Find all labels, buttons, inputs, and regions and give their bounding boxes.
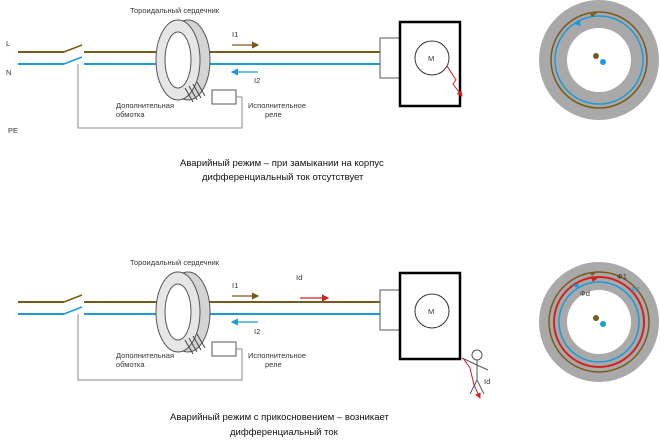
i2-label: I2 [254,327,260,336]
person-icon [461,349,489,395]
fault-arrow [446,65,463,97]
motor-symbol [414,40,450,76]
flux-f1-label: Ф1 [617,272,627,281]
phase-switch [63,294,83,303]
panel-2: Тороидальный сердечник I1 I2 Id Дополнит… [18,258,659,438]
winding-label-1: Дополнительная [116,351,174,360]
flux-f2-label: Ф2 [630,285,640,294]
toroidal-core [155,19,211,103]
wire-label-n: N [6,68,11,77]
motor-label: M [428,307,434,316]
relay-label-2: реле [265,110,282,119]
relay-label-1: Исполнительное [248,101,306,110]
caption-line-2: дифференциальный ток [230,427,339,438]
relay [211,89,237,105]
i1-label: I1 [232,30,238,39]
core-label: Тороидальный сердечник [130,258,220,267]
motor-label: M [428,54,434,63]
wire-label-l: L [6,39,10,48]
terminal-box [379,289,401,331]
neutral-switch [63,306,83,315]
winding-label-1: Дополнительная [116,101,174,110]
leakage-arrow [462,357,481,399]
person-id-label: Id [484,377,490,386]
toroidal-core [155,271,211,355]
caption-line-2: дифференциальный ток отсутствует [202,172,364,183]
core-cross-section [539,0,659,120]
relay [211,341,237,357]
i2-label: I2 [254,76,260,85]
phase-switch [63,44,83,53]
terminal-box [379,37,401,79]
relay-label-2: реле [265,360,282,369]
caption-line-1: Аварийный режим – при замыкании на корпу… [180,158,384,169]
motor-symbol [414,293,450,329]
caption-line-1: Аварийный режим с прикосновением – возни… [170,412,390,423]
relay-label-1: Исполнительное [248,351,306,360]
core-label: Тороидальный сердечник [130,6,220,15]
winding-label-2: обмотка [116,110,145,119]
neutral-switch [63,56,83,65]
pe-loop [77,314,243,381]
wire-label-pe: PE [8,126,18,135]
i1-label: I1 [232,281,238,290]
winding-label-2: обмотка [116,360,145,369]
core-cross-section [539,262,659,382]
flux-fd-label: Фd [580,289,590,298]
panel-1: L N PE Тороидальный сердечник I1 I2 Допо… [6,0,659,183]
id-label: Id [296,273,302,282]
pe-loop [77,64,243,129]
